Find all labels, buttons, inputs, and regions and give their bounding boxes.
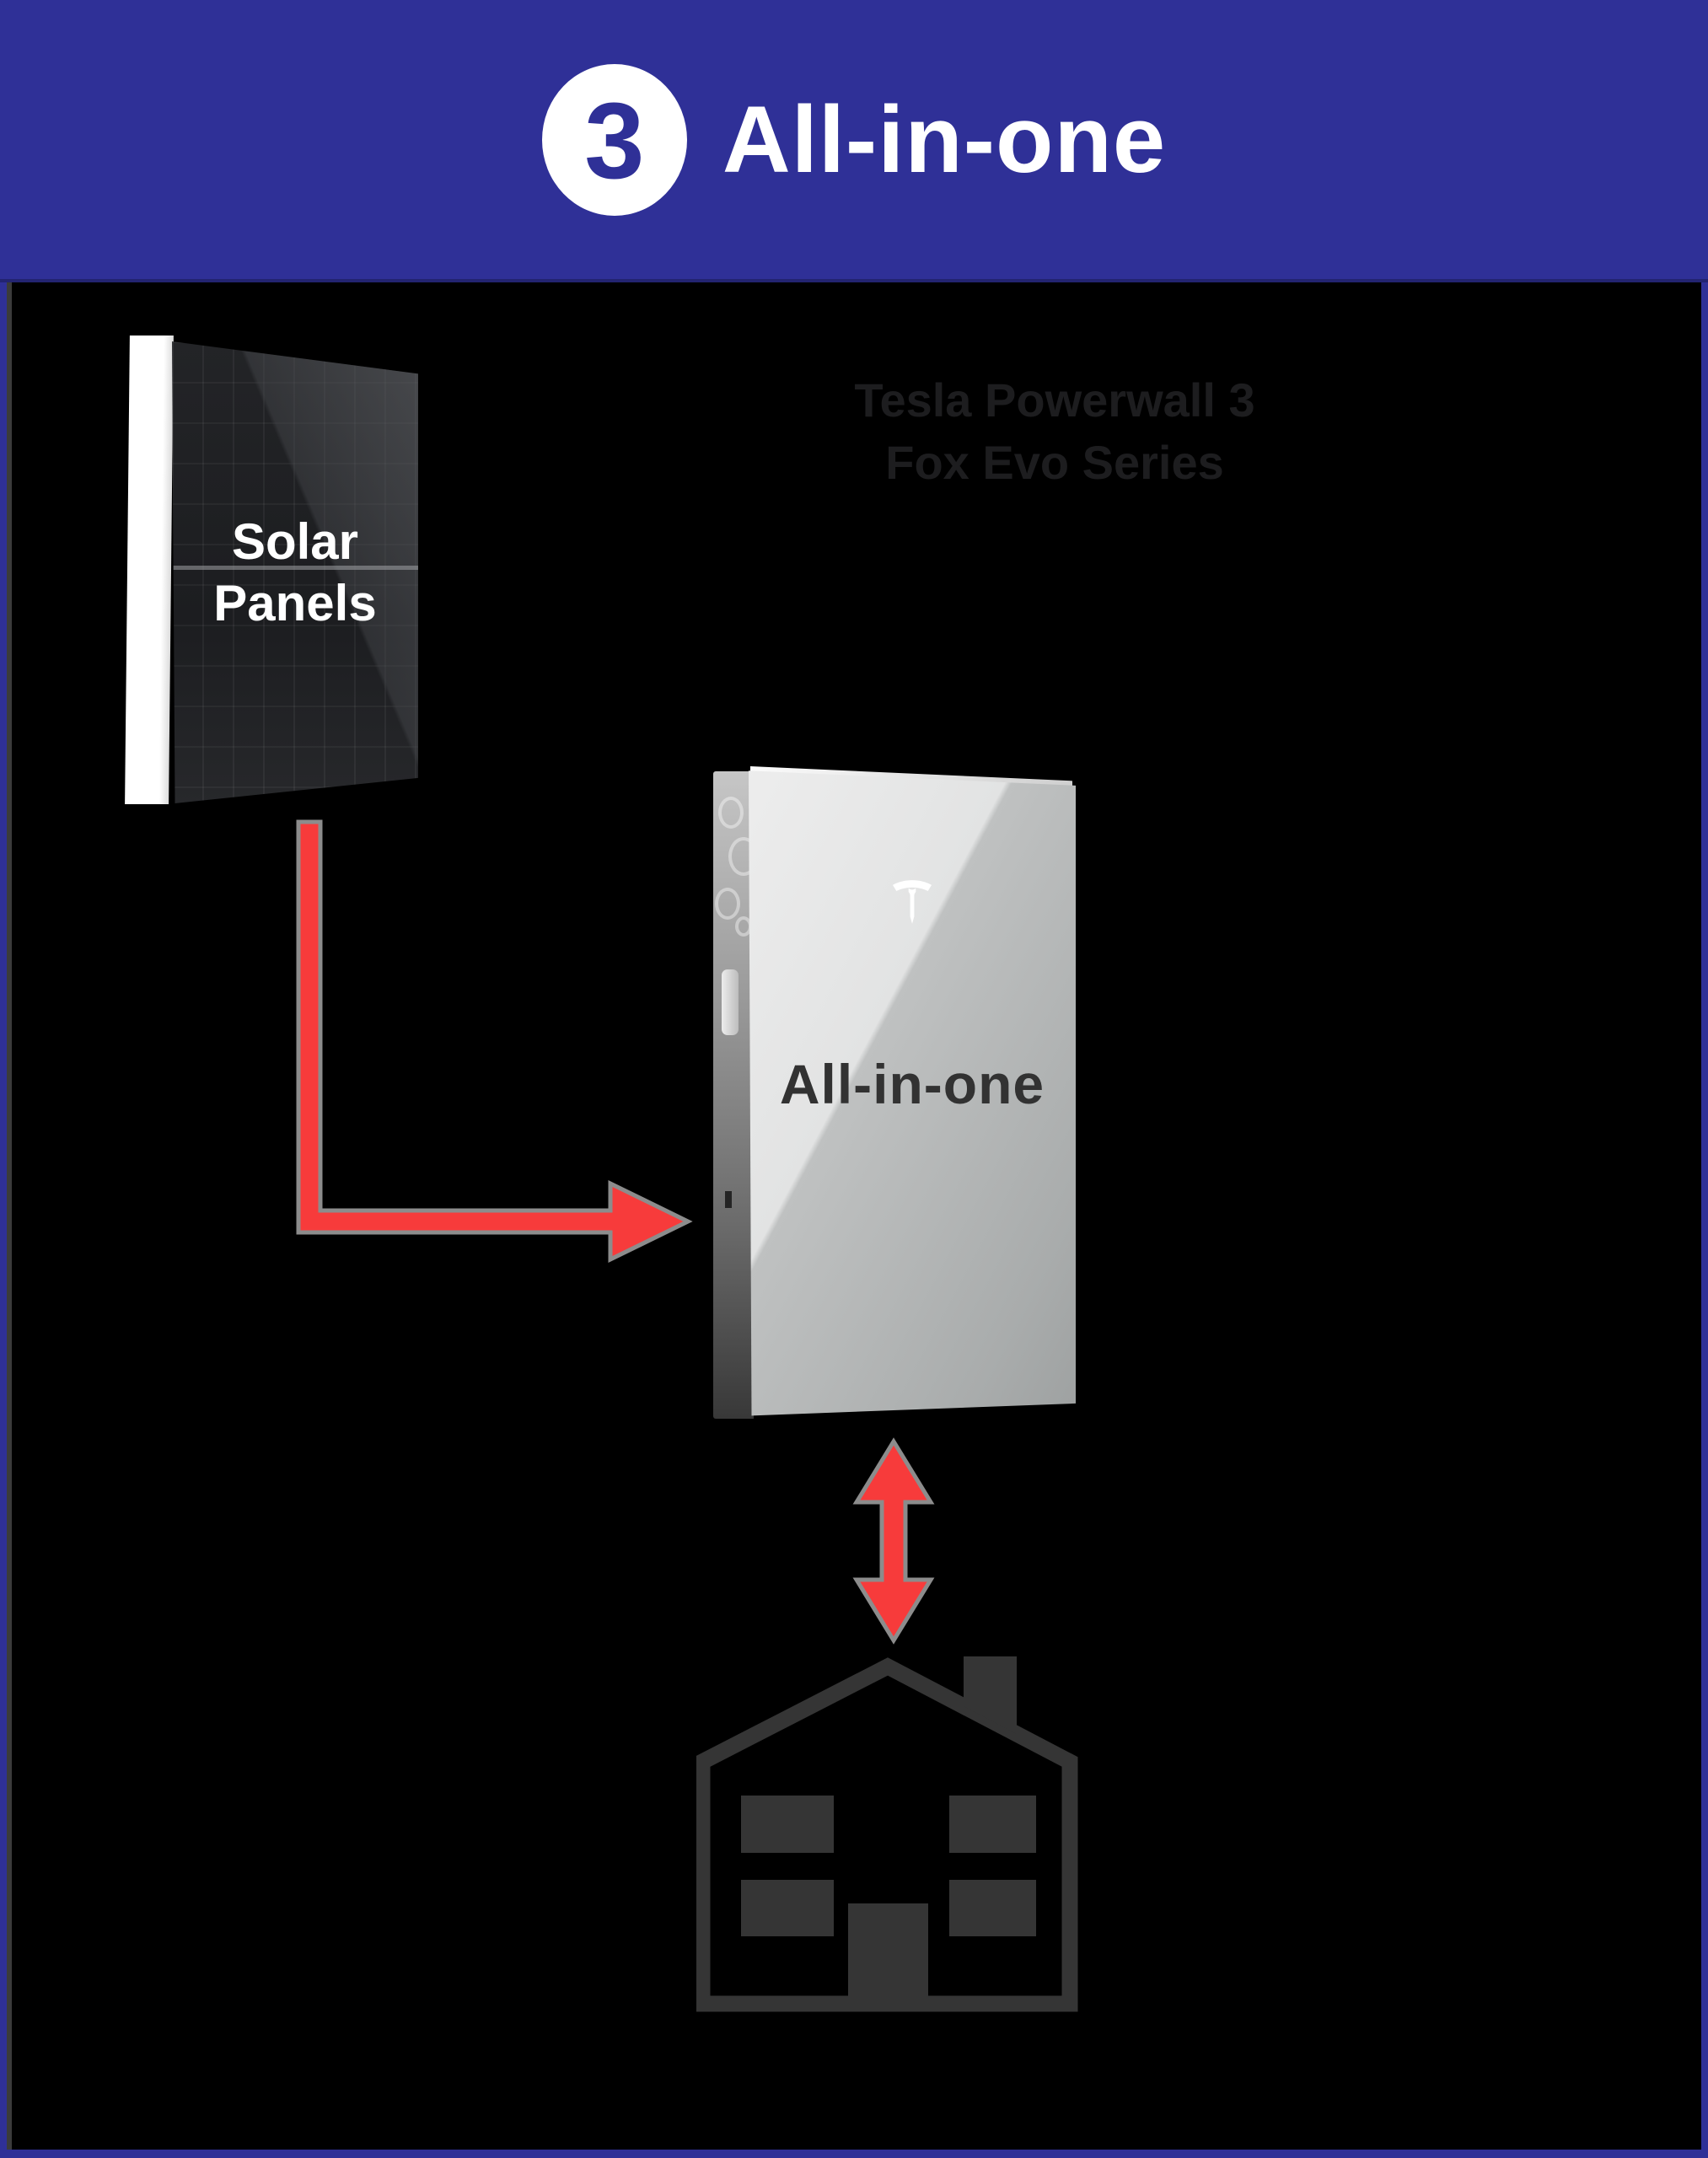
knockout-circle-icon (718, 797, 744, 829)
powerwall-side-panel (713, 771, 759, 1419)
page-title: All-in-one (722, 87, 1167, 192)
powerwall-front-face: All-in-one (749, 770, 1076, 1416)
diagram-area: Solar Panels Tesla Powerwall 3 Fox Evo S… (7, 282, 1701, 2150)
step-number: 3 (584, 80, 645, 201)
house-icon (696, 1656, 1078, 2012)
powerwall-notch (725, 1191, 732, 1208)
solar-panel-edge (125, 336, 174, 804)
solar-panel-image: Solar Panels (172, 341, 418, 803)
device-caption: Tesla Powerwall 3 Fox Evo Series (806, 369, 1303, 494)
solar-panels-label-line1: Solar (231, 513, 359, 570)
device-caption-line1: Tesla Powerwall 3 (854, 373, 1255, 427)
header: 3 All-in-one (0, 0, 1708, 282)
powerwall-house-arrow-icon (852, 1437, 935, 1645)
solar-panel-divider (172, 565, 418, 570)
knockout-circle-icon (715, 888, 740, 920)
solar-to-powerwall-arrow-icon (296, 819, 693, 1264)
powerwall-device: All-in-one (713, 761, 1076, 1437)
solar-panels-label: Solar Panels (172, 341, 418, 803)
all-in-one-label: All-in-one (779, 1052, 1045, 1115)
powerwall-handle-slot (722, 969, 739, 1035)
chimney (964, 1656, 1017, 1734)
door (848, 1903, 928, 1996)
solar-panels-label-line2: Panels (213, 575, 377, 631)
device-caption-line2: Fox Evo Series (885, 435, 1224, 489)
step-number-badge: 3 (541, 63, 687, 216)
tesla-logo-icon (892, 880, 932, 924)
